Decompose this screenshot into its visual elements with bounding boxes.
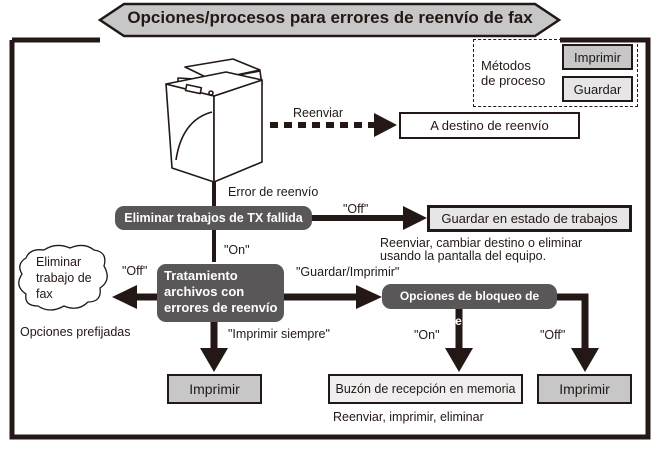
cloud-line1: Eliminar [36,255,82,269]
delete-on-label: "On" [224,243,250,257]
error-label: Error de reenvío [228,185,319,199]
forward-destination-box: A destino de reenvío [399,112,580,139]
memory-inbox-note: Reenviar, imprimir, eliminar [333,410,484,424]
legend-label-line2: de proceso [481,73,546,88]
delete-off-label: "Off" [343,202,369,216]
memory-lock-node: Opciones de bloqueo de memoria [382,284,557,328]
default-options-note: Opciones prefijadas [20,325,131,339]
save-job-status-box: Guardar en estado de trabajos [427,205,632,232]
always-print-result-box: Imprimir [167,374,262,404]
treatment-label-line1: Tratamiento [164,268,238,283]
treatment-off-label: "Off" [122,264,148,278]
legend [473,39,638,107]
printer-icon [165,58,263,183]
page-title: Opciones/procesos para errores de reenví… [127,8,533,27]
save-note-line1: Reenviar, cambiar destino o eliminar [380,236,583,250]
delete-job-cloud-text: Eliminar trabajo de fax [36,254,92,302]
memory-inbox-box: Buzón de recepción en memoria [328,374,523,404]
save-print-label: "Guardar/Imprimir" [296,265,400,279]
memory-on-label: "On" [414,328,440,342]
outer-frame [9,37,651,440]
treatment-label-line3: errores de reenvío [164,300,278,315]
legend-save-box: Guardar [562,76,633,102]
title-banner [97,2,562,38]
cloud-line2: trabajo de [36,271,92,285]
delete-failed-tx-node: Eliminar trabajos de TX fallida [115,206,312,230]
memory-off-label: "Off" [540,328,566,342]
legend-print-box: Imprimir [562,44,633,70]
always-print-label: "Imprimir siempre" [228,327,330,341]
legend-label-line1: Métodos [481,58,531,73]
delete-job-cloud [18,244,108,311]
treatment-node: Tratamiento archivos con errores de reen… [157,264,284,322]
treatment-label-line2: archivos con [164,284,245,299]
save-note-line2: usando la pantalla del equipo. [380,249,547,263]
forward-label: Reenviar [293,106,344,120]
memory-off-print-box: Imprimir [537,374,632,404]
cloud-line3: fax [36,287,53,301]
